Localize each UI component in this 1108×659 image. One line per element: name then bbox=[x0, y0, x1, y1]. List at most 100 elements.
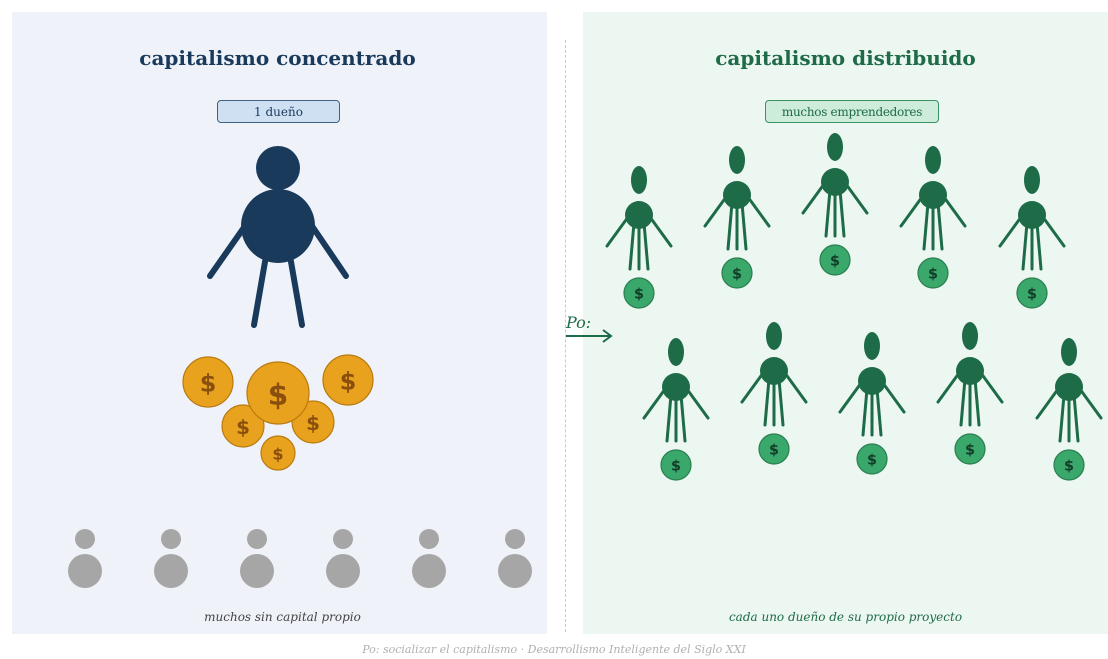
bystander-head bbox=[333, 529, 353, 549]
arrow-label: Po: bbox=[566, 313, 592, 332]
entrepreneur-leg-right bbox=[740, 201, 748, 251]
entrepreneur-leg-left bbox=[824, 188, 832, 238]
coin-symbol: $ bbox=[1064, 459, 1074, 475]
coin-body bbox=[819, 244, 851, 276]
entrepreneur-body bbox=[821, 168, 849, 196]
entrepreneur-body bbox=[760, 357, 788, 385]
bystander-body bbox=[412, 554, 446, 588]
coin-body bbox=[758, 433, 790, 465]
entrepreneur-figure: $ bbox=[838, 332, 906, 475]
green-coin: $ bbox=[819, 244, 851, 276]
entrepreneur-leg-right bbox=[875, 387, 883, 437]
bystander-person bbox=[412, 529, 446, 588]
coin-symbol: $ bbox=[1027, 287, 1037, 303]
entrepreneur-leg-right bbox=[1035, 221, 1043, 271]
green-coin: $ bbox=[1016, 277, 1048, 309]
bystander-body bbox=[68, 554, 102, 588]
green-coin: $ bbox=[954, 433, 986, 465]
entrepreneur-leg-right bbox=[973, 377, 981, 427]
bystander-body bbox=[326, 554, 360, 588]
coin-symbol: $ bbox=[340, 368, 357, 396]
coin-symbol: $ bbox=[236, 416, 250, 439]
entrepreneur-head bbox=[827, 133, 843, 161]
left-title: capitalismo concentrado bbox=[139, 46, 416, 70]
entrepreneur-figure: $ bbox=[998, 166, 1066, 309]
bystander-person bbox=[154, 529, 188, 588]
coin-symbol: $ bbox=[306, 412, 320, 435]
coin-body bbox=[954, 433, 986, 465]
gold-coin: $ bbox=[260, 435, 296, 471]
bystander-head bbox=[75, 529, 95, 549]
entrepreneur-leg-left bbox=[665, 393, 673, 443]
green-coin: $ bbox=[917, 257, 949, 289]
entrepreneur-figure: $ bbox=[801, 133, 869, 276]
entrepreneur-head bbox=[1024, 166, 1040, 194]
coin-body bbox=[1053, 449, 1085, 481]
entrepreneur-head bbox=[729, 146, 745, 174]
entrepreneur-body bbox=[858, 367, 886, 395]
entrepreneur-body bbox=[662, 373, 690, 401]
gold-coin: $ bbox=[221, 404, 265, 448]
green-coin: $ bbox=[660, 449, 692, 481]
entrepreneur-leg-left bbox=[726, 201, 734, 251]
entrepreneur-head bbox=[766, 322, 782, 350]
entrepreneur-figure: $ bbox=[740, 322, 808, 465]
coin-symbol: $ bbox=[272, 444, 283, 463]
owner-leg-right bbox=[287, 253, 305, 328]
coin-body bbox=[221, 404, 265, 448]
bystander-person bbox=[240, 529, 274, 588]
entrepreneur-leg-right bbox=[1072, 393, 1080, 443]
entrepreneur-head bbox=[668, 338, 684, 366]
right-caption: cada uno dueño de su propio proyecto bbox=[728, 610, 963, 624]
coin-body bbox=[246, 361, 310, 425]
coin-symbol: $ bbox=[200, 370, 217, 398]
entrepreneur-figure: $ bbox=[703, 146, 771, 289]
bystander-person bbox=[498, 529, 532, 588]
coin-body bbox=[260, 435, 296, 471]
entrepreneurs-badge: muchos emprendedores bbox=[765, 100, 939, 123]
footer: Po: socializar el capitalismo · Desarrol… bbox=[362, 643, 746, 656]
entrepreneur-head bbox=[962, 322, 978, 350]
coin-symbol: $ bbox=[268, 378, 288, 412]
entrepreneur-body bbox=[919, 181, 947, 209]
gold-coin: $ bbox=[246, 361, 310, 425]
owner-head bbox=[256, 146, 300, 190]
entrepreneur-leg-right bbox=[777, 377, 785, 427]
entrepreneur-figure: $ bbox=[1035, 338, 1103, 481]
green-coin: $ bbox=[856, 443, 888, 475]
coin-body bbox=[182, 356, 234, 408]
coin-body bbox=[660, 449, 692, 481]
entrepreneur-body bbox=[625, 201, 653, 229]
bystander-head bbox=[505, 529, 525, 549]
entrepreneur-leg-right bbox=[838, 188, 846, 238]
green-coin: $ bbox=[1053, 449, 1085, 481]
green-coin: $ bbox=[623, 277, 655, 309]
entrepreneur-head bbox=[864, 332, 880, 360]
entrepreneur-head bbox=[1061, 338, 1077, 366]
gold-coin: $ bbox=[182, 356, 234, 408]
owner-figure bbox=[207, 146, 349, 328]
green-coin: $ bbox=[758, 433, 790, 465]
entrepreneur-figure: $ bbox=[899, 146, 967, 289]
entrepreneur-figure: $ bbox=[642, 338, 710, 481]
gold-coin: $ bbox=[322, 354, 374, 406]
green-coin: $ bbox=[721, 257, 753, 289]
coin-pile: $ $ $ $ $ $ bbox=[182, 354, 374, 471]
bystander-head bbox=[247, 529, 267, 549]
bystander-body bbox=[498, 554, 532, 588]
entrepreneur-leg-left bbox=[922, 201, 930, 251]
right-title: capitalismo distribuido bbox=[715, 46, 976, 70]
entrepreneur-leg-right bbox=[936, 201, 944, 251]
coin-symbol: $ bbox=[634, 287, 644, 303]
entrepreneur-leg-right bbox=[642, 221, 650, 271]
entrepreneur-leg-left bbox=[1058, 393, 1066, 443]
coin-body bbox=[1016, 277, 1048, 309]
coin-symbol: $ bbox=[732, 267, 742, 283]
coin-symbol: $ bbox=[928, 267, 938, 283]
coin-symbol: $ bbox=[769, 443, 779, 459]
owner-body bbox=[241, 189, 315, 263]
entrepreneur-body bbox=[1018, 201, 1046, 229]
entrepreneur-leg-left bbox=[861, 387, 869, 437]
coin-body bbox=[623, 277, 655, 309]
